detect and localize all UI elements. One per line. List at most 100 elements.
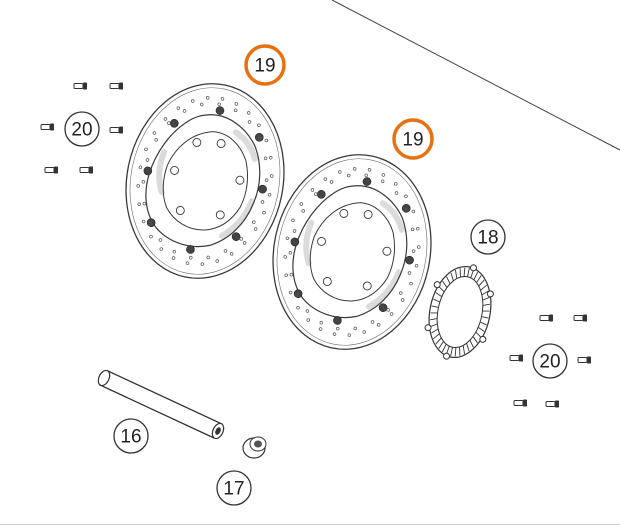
callout-disc-right[interactable]: 19: [392, 118, 434, 160]
drill-hole: [260, 200, 265, 204]
drill-hole: [264, 178, 269, 182]
callout-bolts-right[interactable]: 20: [532, 343, 568, 379]
drill-hole: [191, 99, 195, 103]
drill-hole: [288, 290, 293, 295]
bottom-divider: [0, 524, 620, 525]
drill-hole: [267, 192, 272, 197]
drill-hole: [185, 261, 190, 265]
ring-tooth: [450, 347, 453, 357]
ring-tooth: [480, 284, 487, 291]
drill-hole: [416, 227, 420, 231]
drill-hole: [205, 96, 210, 100]
axle-nut: [242, 436, 267, 459]
drill-hole: [407, 271, 412, 275]
ring-tooth: [473, 271, 479, 281]
drill-hole: [152, 131, 157, 135]
drill-hole: [353, 326, 358, 331]
drill-hole: [176, 106, 181, 110]
ring-tooth: [482, 310, 490, 312]
drill-hole: [386, 308, 390, 312]
ring-tooth: [442, 280, 448, 288]
drill-hole: [305, 309, 310, 313]
ring-tooth: [438, 286, 445, 293]
drill-hole: [362, 330, 366, 334]
callout-pulse-ring[interactable]: 18: [470, 219, 506, 255]
ring-tooth: [433, 333, 440, 340]
bolt: [44, 166, 59, 174]
ring-tooth: [459, 346, 461, 356]
ring-tooth: [463, 267, 466, 277]
drill-hole: [163, 117, 168, 121]
drill-hole: [270, 174, 274, 178]
ring-tooth: [435, 337, 442, 345]
drill-hole: [409, 281, 413, 286]
drill-hole: [319, 320, 324, 325]
drill-hole: [284, 273, 288, 277]
drill-hole: [141, 180, 146, 184]
drill-hole: [144, 147, 148, 152]
drill-hole: [158, 238, 163, 242]
drill-hole: [141, 219, 146, 224]
drill-hole: [217, 102, 222, 107]
drill-hole: [220, 97, 225, 101]
ring-tooth: [482, 296, 490, 301]
callout-label: 20: [539, 352, 560, 373]
drill-hole: [172, 249, 177, 254]
ring-tooth: [454, 347, 457, 357]
frame-line: [331, 0, 620, 151]
ring-tooth: [438, 341, 444, 349]
drill-hole: [206, 255, 211, 260]
drill-hole: [335, 326, 340, 331]
drill-hole: [264, 138, 269, 143]
drill-hole: [370, 320, 375, 324]
ring-tooth: [472, 336, 478, 344]
drill-hole: [346, 173, 351, 178]
drill-hole: [338, 170, 342, 174]
brake-disc-left: [108, 69, 301, 293]
drill-hole: [411, 249, 416, 253]
drill-hole: [352, 167, 357, 171]
drill-hole: [376, 323, 381, 327]
drill-hole: [215, 259, 219, 263]
drill-hole: [347, 333, 352, 337]
bolt: [509, 354, 524, 362]
drill-hole: [295, 292, 299, 297]
drill-hole: [414, 263, 419, 268]
drill-hole: [283, 255, 287, 259]
callout-disc-left[interactable]: 19: [244, 44, 286, 86]
ring-tooth: [435, 292, 443, 298]
drill-hole: [296, 305, 300, 310]
drill-hole: [247, 120, 252, 124]
drill-hole: [246, 111, 251, 115]
drill-hole: [394, 191, 399, 195]
drill-hole: [410, 227, 415, 232]
drill-hole: [171, 256, 176, 260]
callout-bolts-left[interactable]: 20: [64, 111, 100, 147]
ring-tooth: [433, 298, 441, 303]
drill-hole: [332, 332, 337, 336]
ring-tooth: [454, 269, 458, 279]
drill-hole: [289, 272, 294, 277]
callout-axle[interactable]: 16: [113, 418, 149, 454]
drill-hole: [167, 121, 171, 125]
drill-hole: [393, 182, 398, 186]
callout-label: 16: [120, 427, 141, 448]
drill-hole: [381, 173, 386, 177]
drill-hole: [389, 312, 394, 316]
pulse-ring: [424, 264, 494, 360]
drill-hole: [142, 201, 147, 206]
drill-hole: [239, 237, 243, 241]
ring-tooth: [462, 345, 466, 355]
ring-tooth: [481, 290, 489, 296]
drill-hole: [136, 184, 140, 188]
drill-hole: [269, 156, 273, 160]
bolt: [109, 126, 124, 134]
drill-hole: [288, 251, 293, 255]
ring-tooth: [430, 323, 438, 328]
drill-hole: [149, 234, 153, 239]
callout-nut[interactable]: 17: [216, 470, 252, 506]
drill-hole: [329, 180, 334, 184]
drill-hole: [138, 165, 143, 170]
ring-tooth: [482, 303, 490, 306]
drill-hole: [299, 202, 304, 206]
